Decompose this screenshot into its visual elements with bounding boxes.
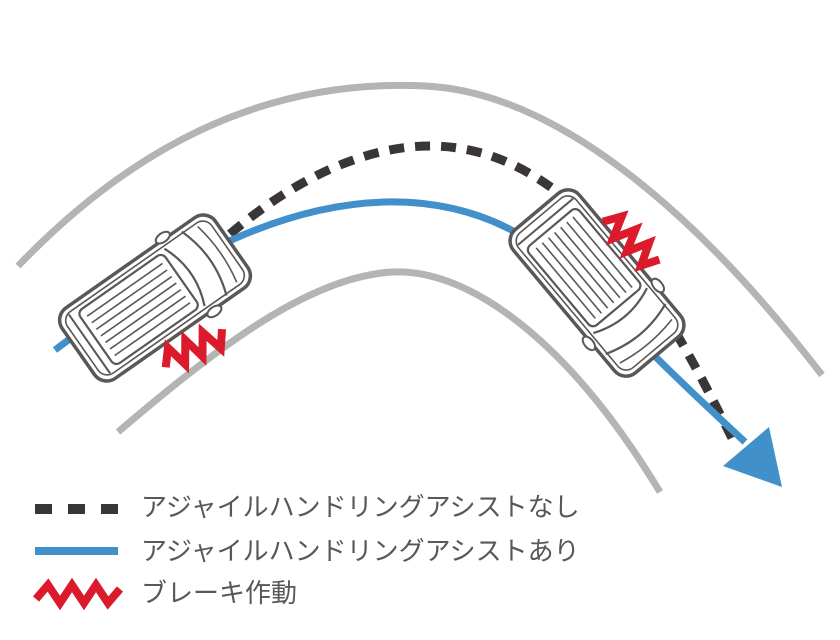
legend-label-with-assist: アジャイルハンドリングアシストあり — [141, 536, 580, 566]
zigzag-swatch — [32, 577, 124, 611]
trajectory-without-assist-line — [227, 141, 741, 449]
road-outer-edge — [15, 81, 825, 378]
trajectory-arrowhead-icon — [723, 427, 782, 487]
legend: アジャイルハンドリングアシストなし アジャイルハンドリングアシストあり ブレーキ… — [32, 492, 580, 611]
legend-item-brake: ブレーキ作動 — [32, 577, 297, 611]
road-inner-edge — [115, 268, 663, 494]
legend-label-brake: ブレーキ作動 — [141, 578, 297, 608]
legend-item-with-assist: アジャイルハンドリングアシストあり — [35, 536, 580, 566]
car-exiting-curve — [497, 177, 697, 389]
legend-label-without-assist: アジャイルハンドリングアシストなし — [141, 492, 580, 522]
legend-item-without-assist: アジャイルハンドリングアシストなし — [35, 492, 580, 522]
